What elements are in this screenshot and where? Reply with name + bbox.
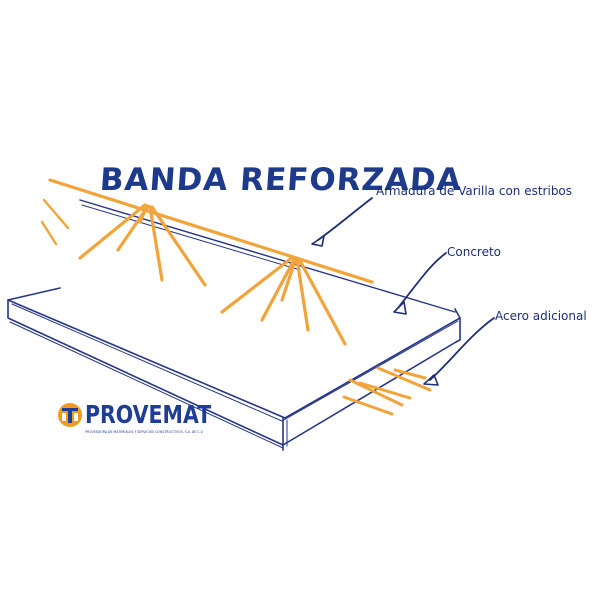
provemat-logo-icon [58, 403, 82, 427]
label-armadura: Armadura de Varilla con estribos [376, 184, 573, 198]
arrowhead-armadura [311, 235, 325, 247]
leader-arrows [317, 197, 495, 381]
concrete-slab [7, 199, 461, 451]
arrowheads [311, 235, 439, 386]
logo-tagline: PROVEEDORA DE MATERIALES Y SERVICIOS CON… [85, 430, 204, 434]
additional-steel-bars [342, 366, 432, 416]
label-concreto: Concreto [447, 245, 502, 259]
logo-wordmark: PROVEMAT [85, 400, 212, 429]
label-acero-adicional: Acero adicional [495, 309, 587, 323]
rebar-armature [40, 178, 374, 346]
diagram-title: BANDA REFORZADA [98, 162, 463, 198]
arrowhead-acero [423, 374, 439, 386]
arrowhead-concreto [393, 301, 407, 315]
provemat-logo: PROVEMAT PROVEEDORA DE MATERIALES Y SERV… [57, 400, 211, 440]
